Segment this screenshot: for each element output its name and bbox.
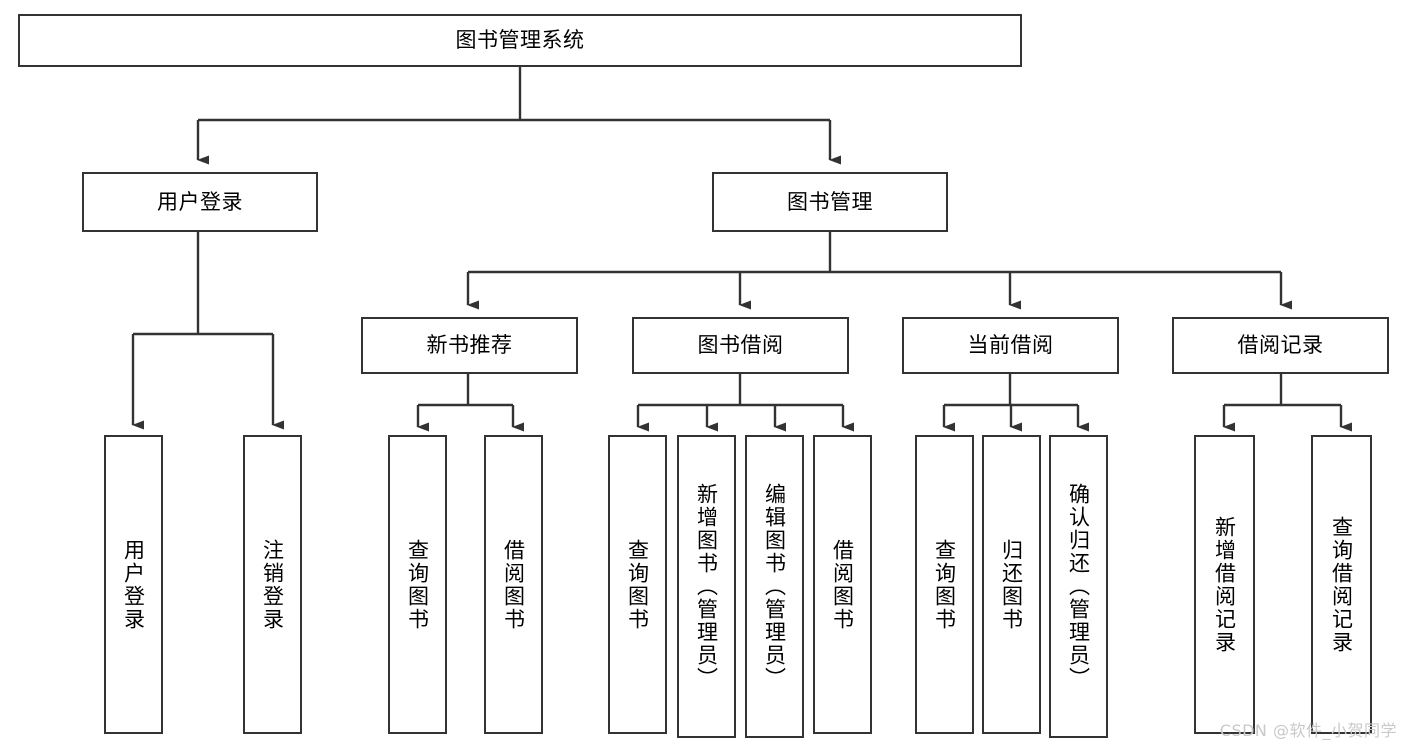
node-label: 注销登录 (260, 538, 285, 631)
node-label: 归还图书 (999, 538, 1024, 631)
leaf-cb-confirm-return-admin[interactable]: 确认归还（管理员） (1049, 435, 1108, 738)
node-label: 查询借阅记录 (1329, 515, 1354, 654)
leaf-nb-query-book[interactable]: 查询图书 (388, 435, 447, 734)
node-root-book-management-system[interactable]: 图书管理系统 (18, 14, 1022, 67)
node-label: 新书推荐 (426, 333, 513, 358)
leaf-br-query-record[interactable]: 查询借阅记录 (1311, 435, 1372, 734)
node-label: 查询图书 (932, 538, 957, 631)
node-label: 用户登录 (121, 538, 146, 631)
node-book-borrowing[interactable]: 图书借阅 (632, 317, 849, 374)
node-label: 图书借阅 (697, 333, 784, 358)
node-new-book-recommendation[interactable]: 新书推荐 (361, 317, 578, 374)
node-label: 新增借阅记录 (1212, 515, 1237, 654)
leaf-cb-query-book[interactable]: 查询图书 (915, 435, 974, 734)
node-borrowing-record[interactable]: 借阅记录 (1172, 317, 1389, 374)
node-label: 确认归还（管理员） (1066, 483, 1091, 690)
node-label: 查询图书 (625, 538, 650, 631)
node-user-login[interactable]: 用户登录 (82, 172, 318, 232)
leaf-bb-query-book[interactable]: 查询图书 (608, 435, 667, 734)
node-book-management[interactable]: 图书管理 (712, 172, 948, 232)
leaf-bb-edit-book-admin[interactable]: 编辑图书（管理员） (745, 435, 804, 738)
leaf-cb-return-book[interactable]: 归还图书 (982, 435, 1041, 734)
node-label: 图书管理 (787, 189, 873, 214)
node-label: 图书管理系统 (455, 28, 585, 53)
node-current-borrowing[interactable]: 当前借阅 (902, 317, 1119, 374)
node-label: 编辑图书（管理员） (762, 483, 787, 690)
node-label: 借阅图书 (501, 538, 526, 631)
node-label: 用户登录 (157, 189, 243, 214)
node-label: 借阅图书 (830, 538, 855, 631)
leaf-bb-borrow-book[interactable]: 借阅图书 (813, 435, 872, 734)
node-label: 查询图书 (405, 538, 430, 631)
node-label: 新增图书（管理员） (694, 483, 719, 690)
leaf-logout[interactable]: 注销登录 (243, 435, 302, 734)
leaf-nb-borrow-book[interactable]: 借阅图书 (484, 435, 543, 734)
watermark-credit: CSDN @软件_小贺同学 (1219, 721, 1397, 740)
leaf-bb-add-book-admin[interactable]: 新增图书（管理员） (677, 435, 736, 738)
node-label: 当前借阅 (967, 333, 1054, 358)
leaf-user-login[interactable]: 用户登录 (104, 435, 163, 734)
node-label: 借阅记录 (1237, 333, 1324, 358)
leaf-br-add-record[interactable]: 新增借阅记录 (1194, 435, 1255, 734)
